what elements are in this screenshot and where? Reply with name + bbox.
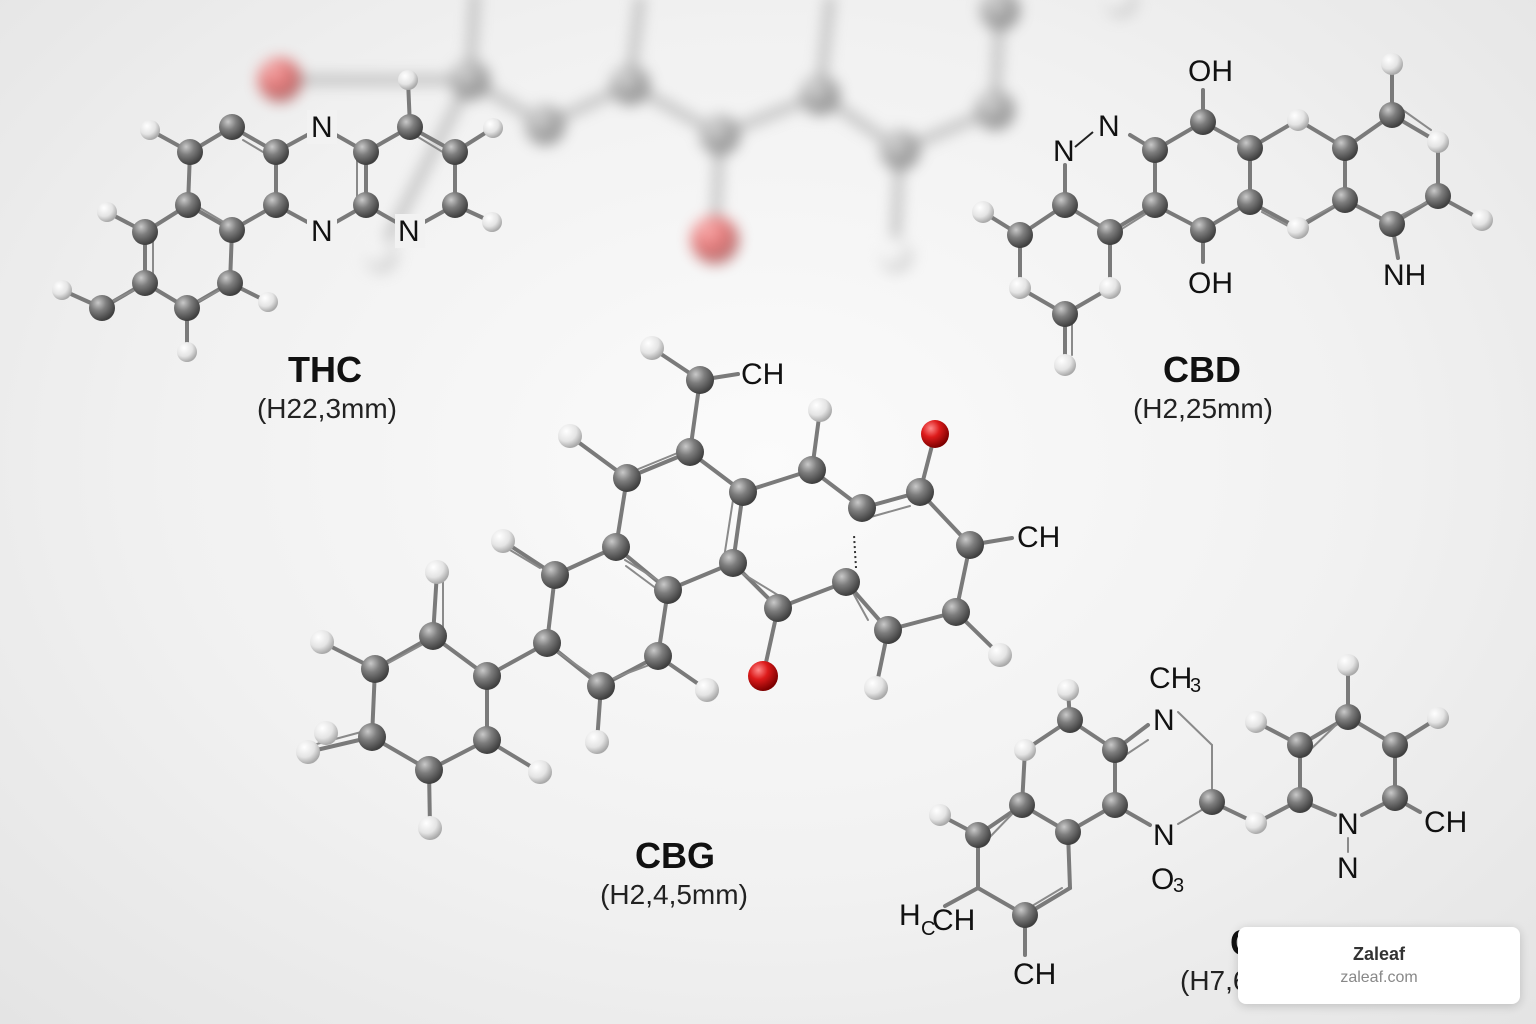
thc-nitrogen-label: N bbox=[398, 215, 420, 248]
fourth-methyl-label: CH bbox=[1149, 662, 1192, 695]
cbd-name: CBD bbox=[1163, 349, 1241, 390]
cbg-molecule: CH CH CBG (H2,4,5mm) bbox=[296, 336, 1060, 910]
cbd-nitrogen-label: N bbox=[1098, 110, 1120, 143]
fourth-ch-label: CH bbox=[1013, 958, 1056, 991]
fourth-methylene-h-label: H bbox=[899, 899, 921, 932]
cbg-ch-label: CH bbox=[1017, 521, 1060, 554]
fourth-methyl-subscript: 3 bbox=[1190, 675, 1201, 697]
cbd-subtitle: (H2,25mm) bbox=[1133, 393, 1273, 424]
watermark-url: zaleaf.com bbox=[1340, 969, 1418, 986]
fourth-methylene-subscript: C bbox=[921, 918, 935, 940]
background-molecule bbox=[258, 0, 1138, 273]
fourth-nitrogen-label: N bbox=[1153, 819, 1175, 852]
cbg-name: CBG bbox=[635, 835, 715, 876]
cbd-amine-label: NH bbox=[1383, 259, 1426, 292]
fourth-nitrogen-label: N bbox=[1337, 852, 1359, 885]
cbd-hydroxyl-label: OH bbox=[1188, 55, 1233, 88]
watermark-title: Zaleaf bbox=[1352, 944, 1406, 964]
cbg-ch-label: CH bbox=[741, 358, 784, 391]
fourth-nitrogen-label: N bbox=[1337, 808, 1359, 841]
thc-nitrogen-label: N bbox=[311, 215, 333, 248]
fourth-nitrogen-label: N bbox=[1153, 704, 1175, 737]
fourth-ch-label: CH bbox=[1424, 806, 1467, 839]
thc-molecule: N N N THC (H22,3mm) bbox=[52, 70, 503, 424]
fourth-oxygen-subscript: 3 bbox=[1173, 875, 1184, 897]
fourth-subtitle: (H7,6 bbox=[1180, 965, 1248, 996]
cbd-nitrogen-label: N bbox=[1053, 135, 1075, 168]
fourth-methylene-c-label: CH bbox=[932, 904, 975, 937]
thc-nitrogen-label: N bbox=[311, 111, 333, 144]
cbd-molecule: OH N N OH NH CBD (H2,25mm) bbox=[972, 53, 1493, 424]
thc-name: THC bbox=[288, 349, 362, 390]
watermark-badge: Zaleaf zaleaf.com bbox=[1238, 927, 1520, 1004]
fourth-oxygen-label: O bbox=[1151, 863, 1174, 896]
cbd-hydroxyl-label: OH bbox=[1188, 267, 1233, 300]
cbg-subtitle: (H2,4,5mm) bbox=[600, 879, 748, 910]
thc-subtitle: (H22,3mm) bbox=[257, 393, 397, 424]
